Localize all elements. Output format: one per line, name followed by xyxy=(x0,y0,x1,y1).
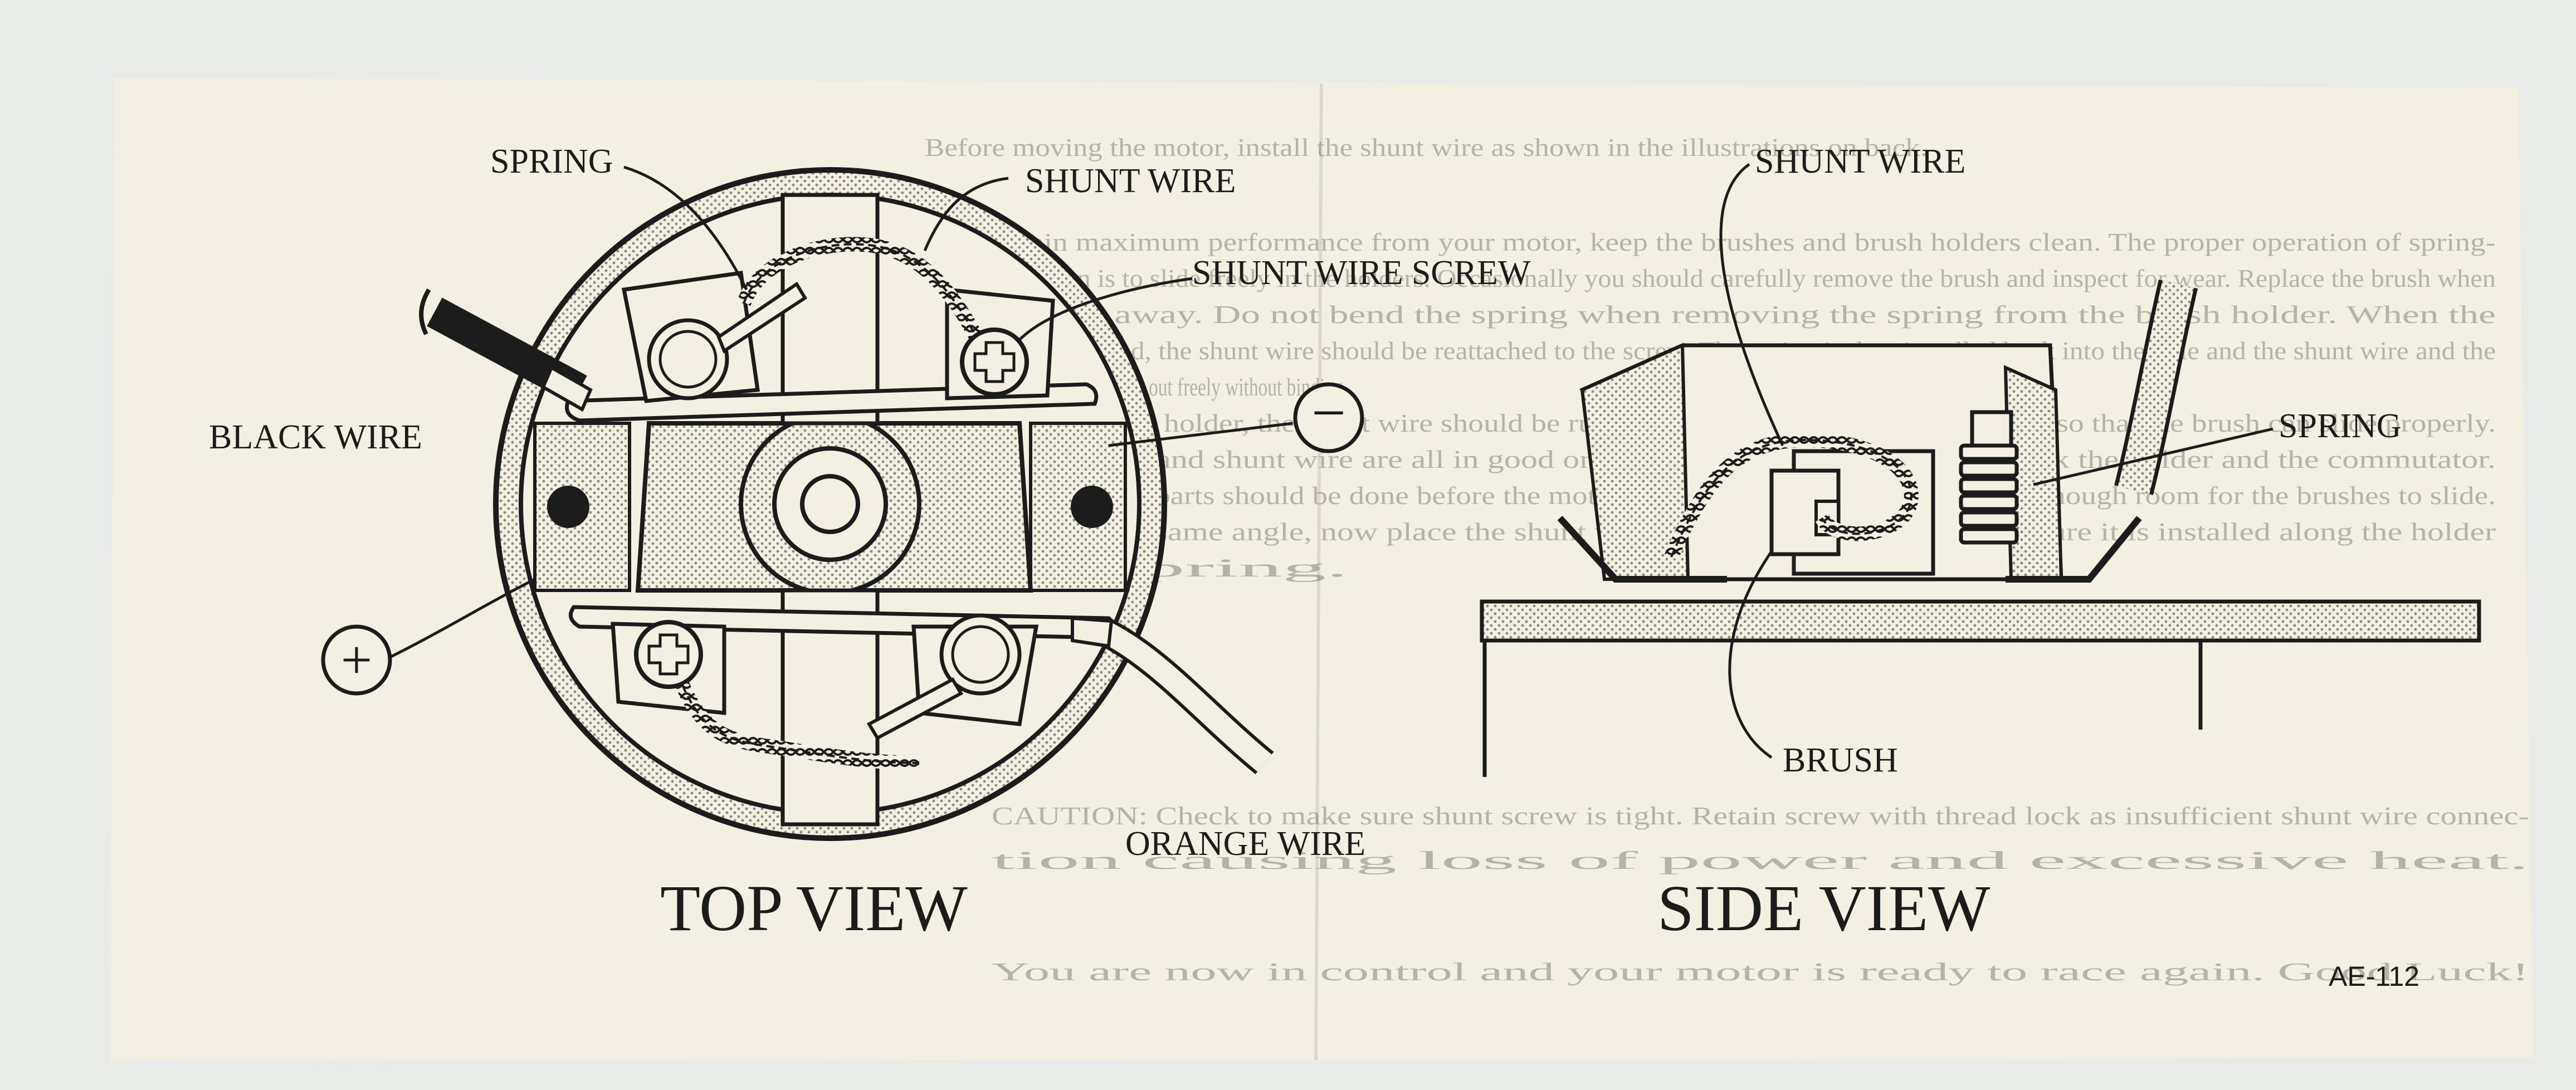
leader-positive xyxy=(389,578,536,659)
bleed-through-line: tion causing loss of power and excessive… xyxy=(992,846,2529,874)
side-label-shunt-wire: SHUNT WIRE xyxy=(1755,143,1965,180)
screw-cross-bottom xyxy=(647,633,690,676)
leader-spring xyxy=(623,165,748,291)
top-view-diagram: − + SPRING SHUNT WIRE SHUNT WIRE SCREW B… xyxy=(209,143,1531,945)
leader-negative xyxy=(1108,422,1293,447)
bleed-through-line: it is worn away. Do not bend the spring … xyxy=(958,300,2496,329)
document-code: AE-112 xyxy=(2329,961,2419,992)
side-leader-shunt-wire xyxy=(1719,163,1784,447)
orange-wire-lug xyxy=(1071,616,1114,648)
side-label-brush: BRUSH xyxy=(1783,741,1898,779)
side-leader-spring xyxy=(2033,427,2273,486)
positive-symbol: + xyxy=(341,629,372,691)
brush-holder-top xyxy=(780,193,880,426)
side-terminal-left xyxy=(1557,515,1727,583)
label-spring: SPRING xyxy=(490,143,613,180)
side-spring-post xyxy=(1970,410,2013,448)
shunt-wire-top-outline xyxy=(743,243,982,346)
bleed-through-line: You are now in control and your motor is… xyxy=(992,957,2529,986)
side-view-diagram: SHUNT WIRE SPRING BRUSH SIDE VIEW xyxy=(1480,143,2481,945)
paper-fold xyxy=(1314,83,1323,1060)
orange-wire-core xyxy=(1095,619,1272,772)
screw-cross-top xyxy=(973,341,1016,383)
bleed-through-line: CAUTION: Check to make sure shunt screw … xyxy=(992,801,2529,830)
spring-arm-bottom xyxy=(866,677,964,740)
side-label-spring: SPRING xyxy=(2279,407,2402,445)
side-spring-coils xyxy=(1959,443,2019,545)
spring-eye-top-inner xyxy=(658,330,718,389)
spring-arm-top xyxy=(716,281,808,354)
shunt-wire-bottom-outline xyxy=(681,685,920,764)
leader-shunt-wire xyxy=(923,177,1009,251)
side-terminal-right xyxy=(2006,516,2142,583)
bleed-through-line: To retain maximum performance from your … xyxy=(958,228,2496,256)
top-view-title: TOP VIEW xyxy=(660,872,968,945)
mount-hole-right xyxy=(1071,486,1113,528)
bleed-through-line: Before moving the motor, install the shu… xyxy=(925,133,1928,162)
side-view-title: SIDE VIEW xyxy=(1657,872,1990,945)
mount-hole-left xyxy=(547,486,589,528)
side-leader-brush xyxy=(1728,550,1773,759)
label-shunt-wire: SHUNT WIRE xyxy=(1025,162,1236,200)
label-black-wire: BLACK WIRE xyxy=(209,418,422,456)
black-wire-end xyxy=(419,288,431,335)
label-orange-wire: ORANGE WIRE xyxy=(1125,825,1365,863)
negative-symbol-circle xyxy=(1293,382,1364,453)
leader-shunt-screw xyxy=(1018,277,1193,341)
bearing-shaft xyxy=(800,474,860,534)
label-shunt-wire-screw: SHUNT WIRE SCREW xyxy=(1192,254,1531,292)
positive-symbol-circle xyxy=(321,624,392,696)
side-lead-wire-fill xyxy=(2118,280,2194,495)
spring-eye-bottom-inner xyxy=(951,625,1010,684)
bleed-through-text: Before moving the motor, install the shu… xyxy=(925,133,2529,986)
negative-symbol: − xyxy=(1311,379,1346,447)
black-wire-lug xyxy=(541,365,593,412)
side-shunt-wire-outline xyxy=(1670,438,1913,558)
side-base-plate xyxy=(1480,599,2481,643)
